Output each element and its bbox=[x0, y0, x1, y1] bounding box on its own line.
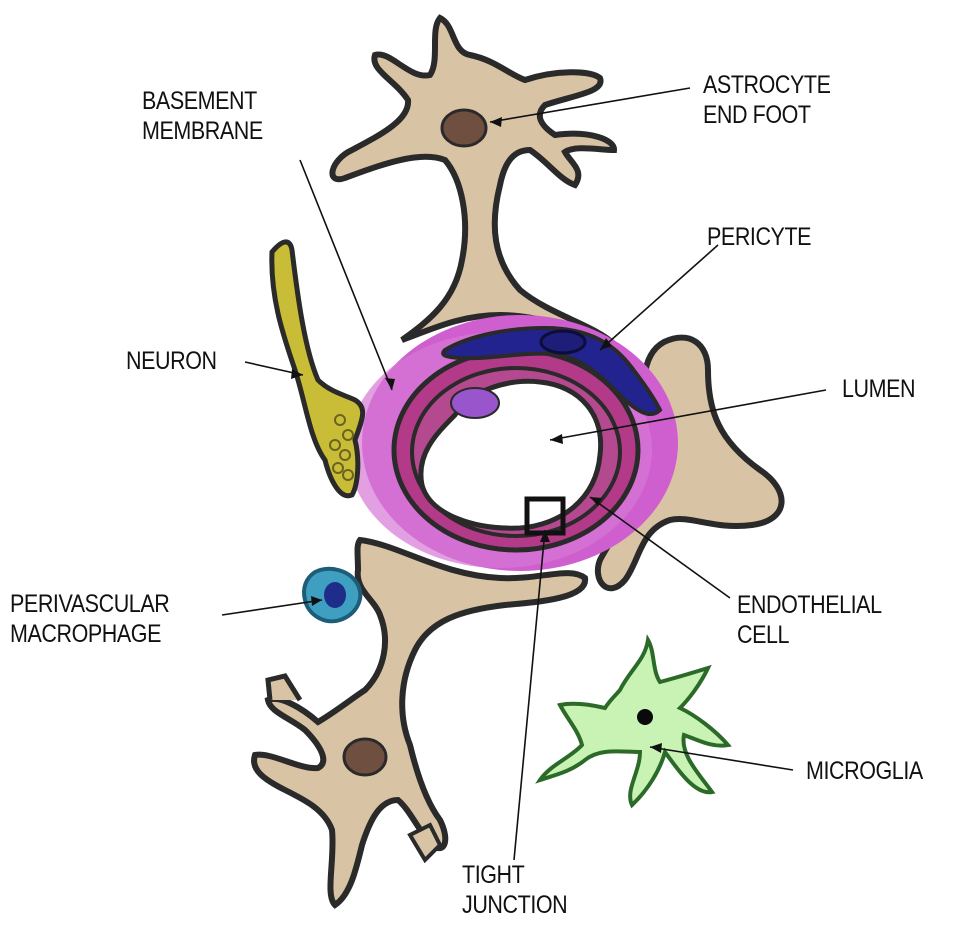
label-microglia: MICROGLIA bbox=[806, 756, 923, 786]
label-astrocyte-line1: ASTROCYTE bbox=[703, 70, 831, 100]
microglia-nucleus bbox=[637, 709, 653, 725]
label-perivascular-macrophage: PERIVASCULAR MACROPHAGE bbox=[10, 589, 169, 649]
microglia bbox=[540, 640, 728, 805]
bottom-astrocyte-branch bbox=[268, 676, 300, 700]
label-neuron: NEURON bbox=[126, 346, 217, 376]
label-macrophage-line2: MACROPHAGE bbox=[10, 619, 169, 649]
top-astrocyte-nucleus bbox=[442, 110, 486, 146]
macrophage-nucleus bbox=[324, 582, 346, 608]
label-lumen-line1: LUMEN bbox=[842, 374, 915, 404]
pointer-pericyte bbox=[600, 245, 718, 350]
label-endothelial-line2: CELL bbox=[737, 620, 882, 650]
label-neuron-line1: NEURON bbox=[126, 346, 217, 376]
label-macrophage-line1: PERIVASCULAR bbox=[10, 589, 169, 619]
label-lumen: LUMEN bbox=[842, 374, 915, 404]
pericyte-nucleus bbox=[541, 331, 585, 353]
label-endothelial-cell: ENDOTHELIAL CELL bbox=[737, 590, 882, 650]
endothelial-nucleus bbox=[451, 388, 499, 418]
label-basement-membrane-line2: MEMBRANE bbox=[142, 116, 263, 146]
top-astrocyte bbox=[332, 18, 615, 345]
label-pericyte-line1: PERICYTE bbox=[707, 222, 811, 252]
label-tight-junction-line2: JUNCTION bbox=[462, 890, 567, 920]
bottom-astrocyte-nucleus bbox=[344, 739, 386, 775]
label-basement-membrane-line1: BASEMENT bbox=[142, 86, 263, 116]
label-pericyte: PERICYTE bbox=[707, 222, 811, 252]
label-astrocyte-line2: END FOOT bbox=[703, 100, 831, 130]
label-tight-junction-line1: TIGHT bbox=[462, 860, 567, 890]
label-basement-membrane: BASEMENT MEMBRANE bbox=[142, 86, 263, 146]
label-endothelial-line1: ENDOTHELIAL bbox=[737, 590, 882, 620]
label-tight-junction: TIGHT JUNCTION bbox=[462, 860, 567, 920]
label-astrocyte-end-foot: ASTROCYTE END FOOT bbox=[703, 70, 831, 130]
pointer-basement-membrane bbox=[300, 160, 392, 390]
label-microglia-line1: MICROGLIA bbox=[806, 756, 923, 786]
